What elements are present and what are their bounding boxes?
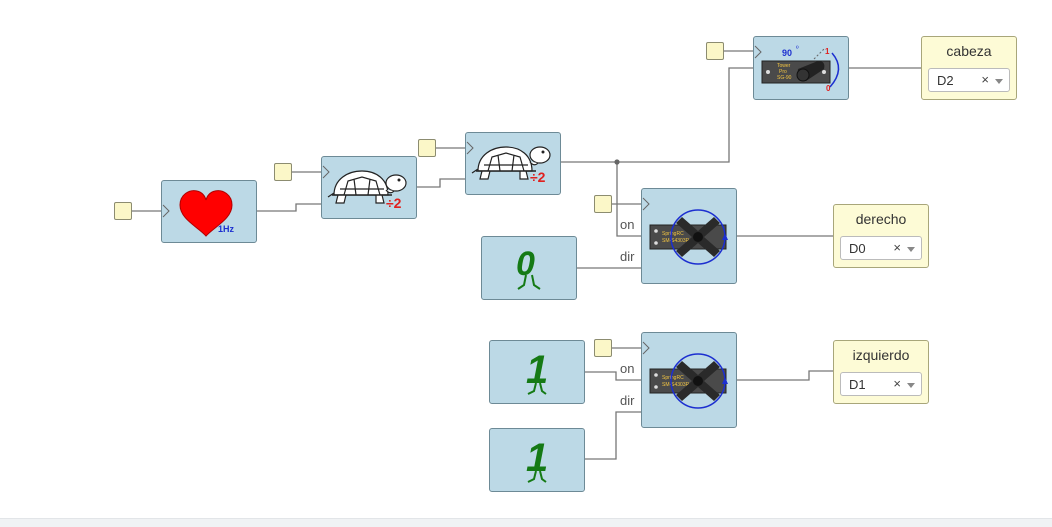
clear-icon[interactable]: × [981,72,989,87]
port-dir-izquierdo: dir [620,393,635,408]
constant-value: 1 [526,348,548,392]
port-on-derecho: on [620,217,635,232]
pin-select-derecho[interactable]: D0 × [840,236,922,260]
angle-arc [829,52,840,88]
output-derecho[interactable]: derecho D0 × [833,204,929,268]
svg-text:SpringRC: SpringRC [662,231,684,237]
port-on-izquierdo: on [620,361,635,376]
turtle-icon [471,146,551,180]
heartbeat-block[interactable]: 1Hz [161,180,257,243]
legs-icon [527,382,547,395]
heart-frequency-label: 1Hz [218,224,235,234]
config-pin-izquierdo[interactable] [594,339,612,357]
legs-icon [527,470,547,483]
wire-heart-div1 [256,203,322,212]
bottom-bar [0,518,1052,527]
divider-block-1[interactable]: ÷2 [321,156,417,219]
wire-izquierdo-out [736,370,834,381]
servo-derecho-block[interactable]: SpringRC SM-S4303R [641,188,737,284]
divider2-label: ÷2 [530,169,546,185]
constant-zero-block[interactable]: 0 [481,236,577,300]
config-pin-heart[interactable] [114,202,132,220]
constant-one-block-a[interactable]: 1 [489,340,585,404]
divider-block-2[interactable]: ÷2 [465,132,561,195]
wire-one-b-dir [584,411,642,460]
clear-icon[interactable]: × [893,240,901,255]
svg-text:SG-90: SG-90 [777,75,792,81]
port-dir-derecho: dir [620,249,635,264]
svg-text:SM-S4303R: SM-S4303R [662,238,690,244]
select-value: D0 [849,241,866,256]
config-pin-cabeza[interactable] [706,42,724,60]
chevron-down-icon[interactable] [907,383,915,388]
output-cabeza[interactable]: cabeza D2 × [921,36,1017,100]
config-pin-derecho[interactable] [594,195,612,213]
servo-cabeza-block[interactable]: Tower Pro SG-90 90 º 1 0 [753,36,849,100]
svg-text:º: º [796,46,799,53]
angle-label: 90 [782,48,792,58]
pin-select-izquierdo[interactable]: D1 × [840,372,922,396]
output-title: cabeza [946,43,992,59]
config-pin-divider1[interactable] [274,163,292,181]
clear-icon[interactable]: × [893,376,901,391]
divider1-label: ÷2 [386,195,402,211]
svg-text:SpringRC: SpringRC [662,375,684,381]
output-title: izquierdo [852,347,910,363]
svg-text:SM-S4303R: SM-S4303R [662,382,690,388]
pin-select-cabeza[interactable]: D2 × [928,68,1010,92]
config-pin-divider2[interactable] [418,139,436,157]
output-izquierdo[interactable]: izquierdo D1 × [833,340,929,404]
turtle-icon [327,170,407,204]
min-label: 0 [826,84,831,93]
wire-junction [614,159,620,165]
constant-value: 0 [516,245,535,283]
servo-izquierdo-block[interactable]: SpringRC SM-S4303R [641,332,737,428]
select-value: D2 [937,73,954,88]
output-title: derecho [855,211,907,227]
legs-icon [517,274,541,290]
select-value: D1 [849,377,866,392]
svg-text:Tower: Tower [777,63,791,69]
constant-value: 1 [526,436,548,480]
wire-to-cabeza-servo [617,67,754,163]
svg-text:Pro: Pro [779,69,787,75]
constant-one-block-b[interactable]: 1 [489,428,585,492]
max-label: 1 [825,47,830,56]
wire-div1-div2 [416,178,466,188]
wire-one-a-on [584,371,642,381]
heart-icon [179,190,233,237]
wire-to-derecho-on [616,162,642,237]
chevron-down-icon[interactable] [995,79,1003,84]
chevron-down-icon[interactable] [907,247,915,252]
